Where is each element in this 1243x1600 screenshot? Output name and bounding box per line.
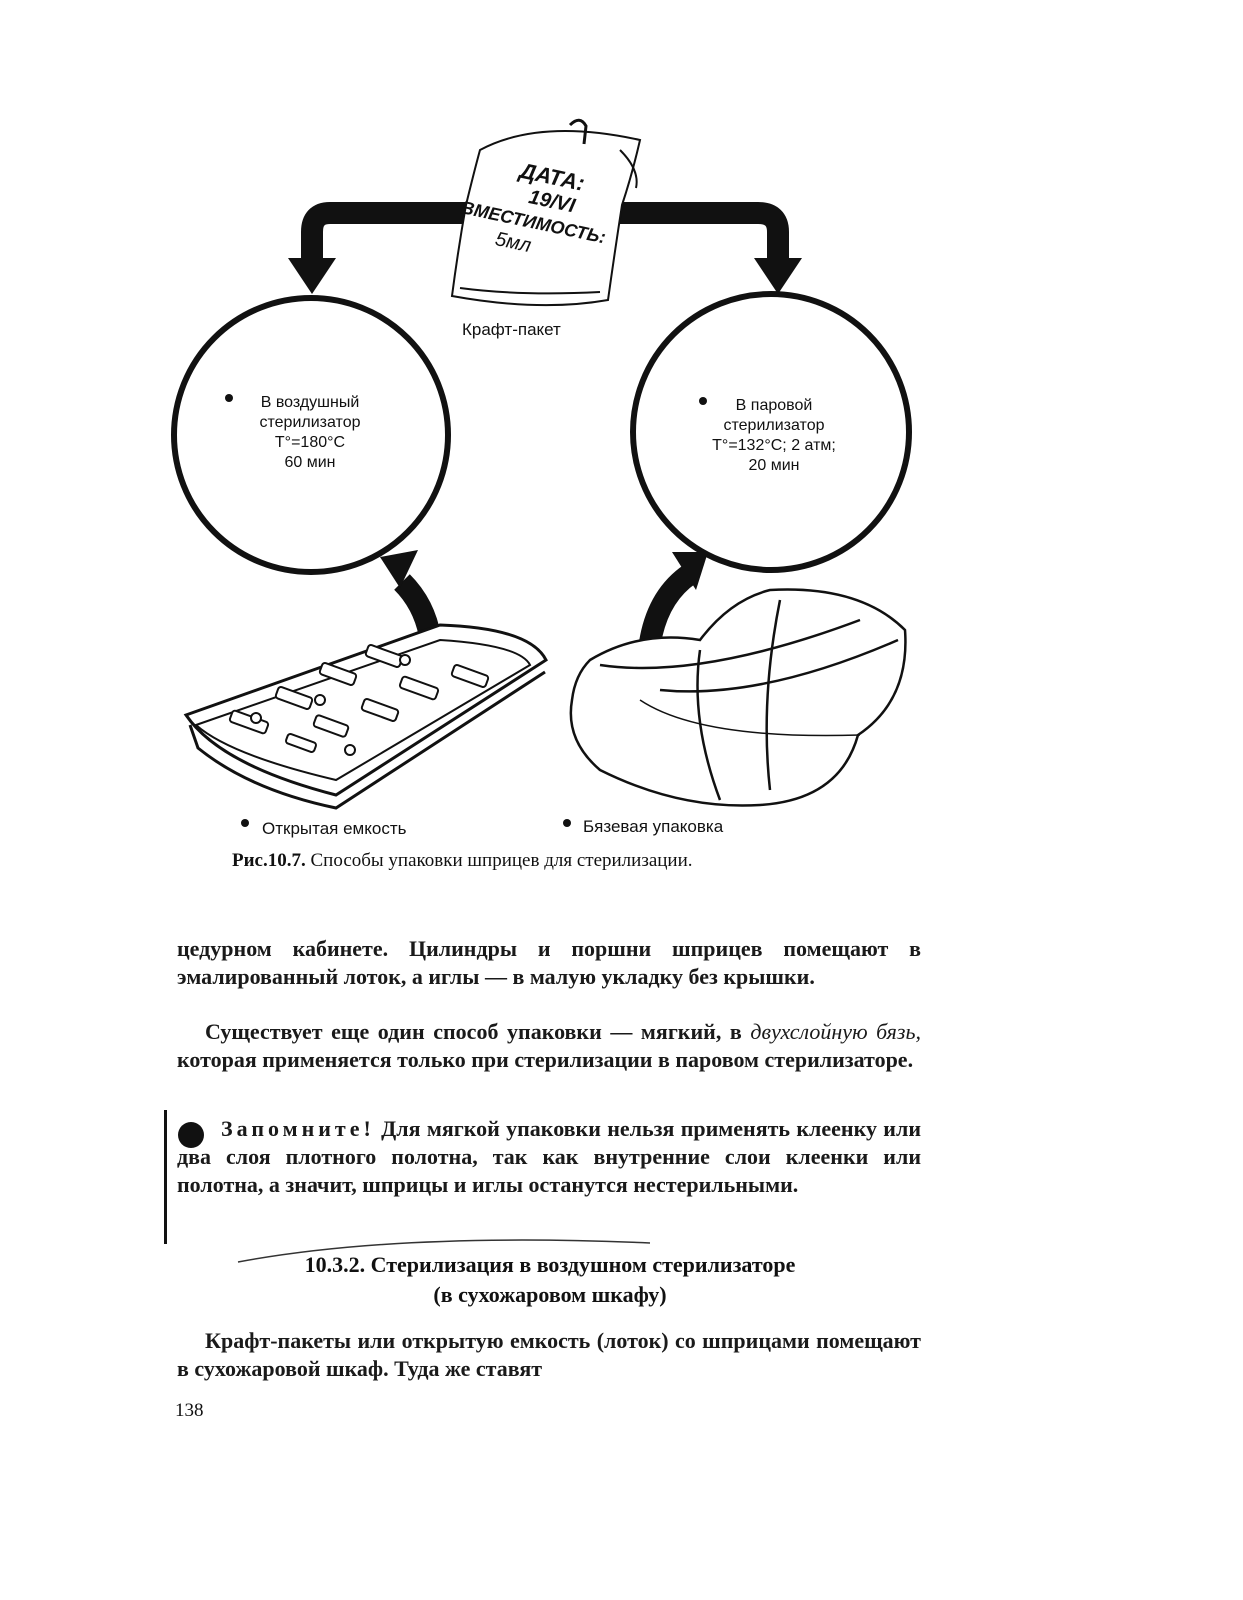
paragraph-2: Существует еще один способ упаковки — мя…: [177, 1018, 921, 1074]
paragraph-1-text: цедурном кабинете. Цилиндры и поршни шпр…: [177, 935, 921, 991]
air-sterilizer-text: В воздушный стерилизатор Т°=180°С 60 мин: [215, 393, 405, 473]
paragraph-2-text: Существует еще один способ упаковки — мя…: [177, 1018, 921, 1074]
steam-sterilizer-line-2: стерилизатор: [674, 416, 874, 436]
steam-sterilizer-line-4: 20 мин: [674, 456, 874, 476]
steam-sterilizer-text: В паровой стерилизатор Т°=132°С; 2 атм; …: [674, 396, 874, 476]
arrow-head-right: [754, 258, 802, 294]
paragraph-2-part-a: Существует еще один способ упаковки — мя…: [205, 1019, 750, 1044]
bag-label: Крафт-пакет: [462, 320, 561, 340]
note-paragraph: Запомните! Для мягкой упаковки нельзя пр…: [177, 1115, 921, 1199]
arrow-to-air-sterilizer: [312, 213, 470, 262]
note-label: Запомните!: [221, 1116, 375, 1141]
cloth-package-illustration: [571, 590, 906, 806]
section-heading-line-1: 10.3.2. Стерилизация в воздушном стерили…: [180, 1250, 920, 1280]
tray-bullet: [241, 819, 249, 827]
figure-caption-ref: Рис.10.7.: [232, 850, 306, 871]
section-heading: 10.3.2. Стерилизация в воздушном стерили…: [180, 1250, 920, 1310]
page-number: 138: [175, 1400, 204, 1422]
air-sterilizer-line-3: Т°=180°С: [215, 433, 405, 453]
paragraph-2-part-b: которая применяется только при стерилиза…: [177, 1047, 913, 1072]
figure-caption-text: Способы упаковки шприцев для стерилизаци…: [311, 850, 693, 871]
air-sterilizer-line-4: 60 мин: [215, 453, 405, 473]
air-sterilizer-line-2: стерилизатор: [215, 413, 405, 433]
paragraph-2-italic: двухслойную бязь,: [750, 1019, 921, 1044]
paragraph-3: Крафт-пакеты или открытую емкость (лоток…: [177, 1327, 921, 1383]
steam-sterilizer-line-3: Т°=132°С; 2 атм;: [674, 436, 874, 456]
steam-sterilizer-line-1: В паровой: [674, 396, 874, 416]
arrow-head-left: [288, 258, 336, 294]
section-heading-line-2: (в сухожаровом шкафу): [180, 1280, 920, 1310]
air-sterilizer-line-1: В воздушный: [215, 393, 405, 413]
tray-label: Открытая емкость: [262, 819, 406, 839]
cloth-label: Бязевая упаковка: [583, 817, 723, 837]
note-margin-bar: [164, 1110, 167, 1244]
figure-caption: Рис.10.7. Способы упаковки шприцев для с…: [232, 850, 693, 872]
note-text: Запомните! Для мягкой упаковки нельзя пр…: [177, 1115, 921, 1199]
paragraph-1: цедурном кабинете. Цилиндры и поршни шпр…: [177, 935, 921, 991]
cloth-bullet: [563, 819, 571, 827]
arrow-to-steam-sterilizer: [618, 213, 778, 262]
paragraph-3-text: Крафт-пакеты или открытую емкость (лоток…: [177, 1327, 921, 1383]
